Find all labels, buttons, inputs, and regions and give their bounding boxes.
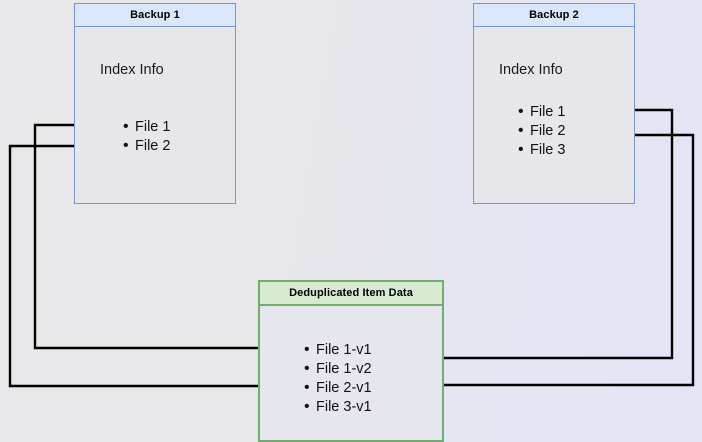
backup-2-file-label: File 1 bbox=[530, 103, 566, 120]
bullet-icon: • bbox=[304, 359, 310, 377]
backup-2-title: Backup 2 bbox=[474, 4, 634, 27]
list-item[interactable]: • File 2-v1 bbox=[304, 378, 372, 397]
wire-backup2-file2-to-dedup-file2v1 bbox=[399, 133, 695, 389]
list-item[interactable]: • File 2 bbox=[518, 121, 565, 140]
wire-backup2-file1-to-dedup-file1v2 bbox=[399, 108, 674, 362]
bullet-icon: • bbox=[304, 397, 310, 415]
backup-1-index-info-label: Index Info bbox=[100, 62, 164, 78]
backup-1-box[interactable]: Backup 1 Index Info • File 1 • File 2 bbox=[74, 3, 236, 204]
bullet-icon: • bbox=[123, 136, 129, 154]
backup-2-file-list: • File 1 • File 2 • File 3 bbox=[518, 102, 565, 159]
dedup-file-label: File 1-v2 bbox=[316, 360, 372, 377]
wire-backup1-file2-to-dedup-file2v1 bbox=[8, 144, 297, 390]
list-item[interactable]: • File 1-v2 bbox=[304, 359, 372, 378]
list-item[interactable]: • File 3-v1 bbox=[304, 397, 372, 416]
list-item[interactable]: • File 1 bbox=[123, 117, 170, 136]
list-item[interactable]: • File 2 bbox=[123, 136, 170, 155]
bullet-icon: • bbox=[518, 121, 524, 139]
dedup-title: Deduplicated Item Data bbox=[260, 282, 442, 306]
bullet-icon: • bbox=[304, 340, 310, 358]
list-item[interactable]: • File 1-v1 bbox=[304, 340, 372, 359]
list-item[interactable]: • File 3 bbox=[518, 140, 565, 159]
list-item[interactable]: • File 1 bbox=[518, 102, 565, 121]
dedup-file-label: File 3-v1 bbox=[316, 398, 372, 415]
bullet-icon: • bbox=[304, 378, 310, 396]
backup-1-file-label: File 2 bbox=[135, 137, 171, 154]
backup-1-file-label: File 1 bbox=[135, 118, 171, 135]
dedup-file-label: File 2-v1 bbox=[316, 379, 372, 396]
deduplicated-item-data-box[interactable]: Deduplicated Item Data • File 1-v1 • Fil… bbox=[258, 280, 444, 442]
backup-2-box[interactable]: Backup 2 Index Info • File 1 • File 2 • … bbox=[473, 3, 635, 204]
backup-2-file-label: File 2 bbox=[530, 122, 566, 139]
backup-1-file-list: • File 1 • File 2 bbox=[123, 117, 170, 155]
dedup-file-label: File 1-v1 bbox=[316, 341, 372, 358]
backup-1-title: Backup 1 bbox=[75, 4, 235, 27]
backup-2-file-label: File 3 bbox=[530, 141, 566, 158]
dedup-file-list: • File 1-v1 • File 1-v2 • File 2-v1 • Fi… bbox=[304, 340, 372, 416]
bullet-icon: • bbox=[518, 102, 524, 120]
bullet-icon: • bbox=[518, 140, 524, 158]
backup-2-index-info-label: Index Info bbox=[499, 62, 563, 78]
bullet-icon: • bbox=[123, 117, 129, 135]
